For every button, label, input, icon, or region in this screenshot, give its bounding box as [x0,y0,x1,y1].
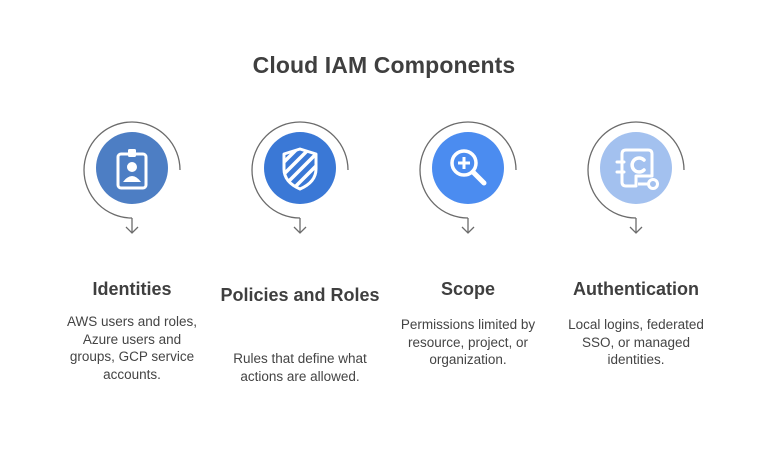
shield-icon [264,132,336,204]
ring-arrow [48,116,216,240]
component-title: Identities [92,279,172,299]
component-title: Scope [440,279,496,299]
ring-arrow [216,116,384,240]
id-badge-icon [96,132,168,204]
component-authentication: Authentication Local logins, federated S… [552,0,720,456]
ring-arrow [552,116,720,240]
component-policies-and-roles: Policies and Roles Rules that define wha… [216,0,384,456]
diagram-title: Cloud IAM Components [252,52,516,78]
magnifier-plus-icon [432,132,504,204]
component-scope: Scope Permissions limited by resource, p… [384,0,552,456]
component-description: Rules that define what actions are allow… [233,351,367,384]
key-card-icon [600,132,672,204]
component-title: Authentication [573,279,699,299]
component-description: AWS users and roles, Azure users and gro… [66,314,198,382]
component-description: Local logins, federated SSO, or managed … [568,317,704,367]
component-title: Policies and Roles [220,285,380,305]
component-description: Permissions limited by resource, project… [400,317,536,367]
ring-arrow [384,116,552,240]
component-identities: Identities AWS users and roles, Azure us… [48,0,216,456]
